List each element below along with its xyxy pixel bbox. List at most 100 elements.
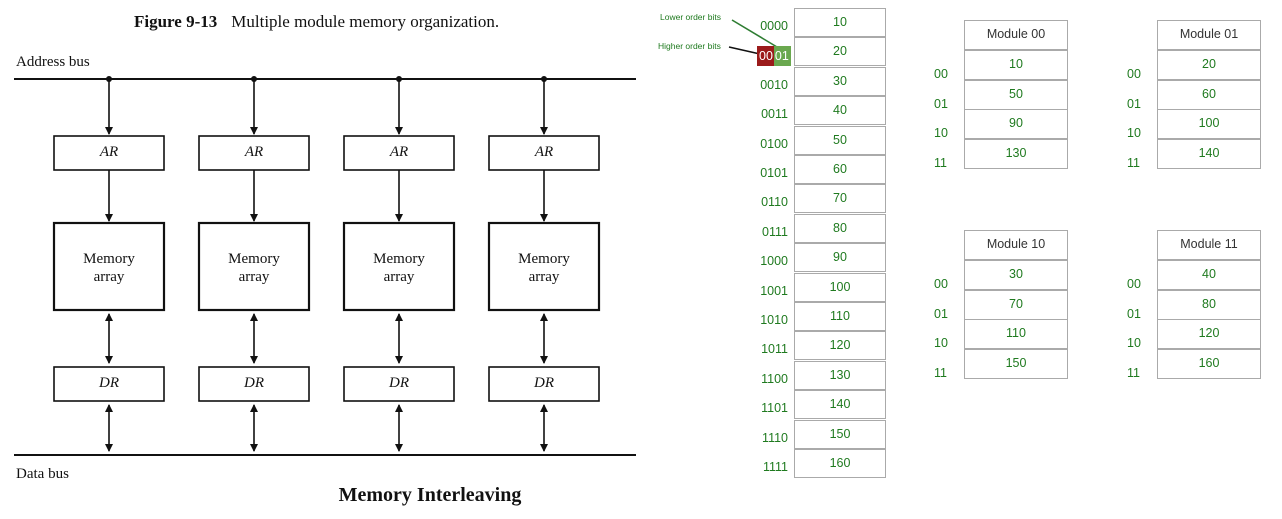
- module-cell: 20: [1157, 50, 1261, 80]
- address-label: 0100: [760, 136, 788, 151]
- memory-cell: 10: [794, 8, 886, 37]
- module-offset-label: 11: [934, 365, 947, 380]
- module-offset-label: 01: [934, 96, 948, 111]
- module-cell: 80: [1157, 289, 1261, 320]
- array-label-2: array: [238, 269, 270, 285]
- memory-cell: 20: [794, 37, 886, 67]
- dr-label-1: DR: [99, 375, 119, 391]
- module-cell: 90: [964, 109, 1068, 139]
- module-offset-label: 00: [1127, 277, 1141, 291]
- module-cell: 150: [964, 348, 1068, 379]
- memory-label-4: Memory: [518, 251, 570, 267]
- dr-box-3: [343, 366, 455, 402]
- module-header: Module 00: [964, 20, 1068, 50]
- memory-label-1: Memory: [83, 251, 135, 267]
- memory-cell: 30: [794, 66, 886, 96]
- ar-box-3: [343, 135, 455, 171]
- memory-organization-diagram: [14, 76, 636, 456]
- lower-order-bits: 01: [773, 46, 791, 66]
- higher-order-pointer: [728, 46, 761, 55]
- module-cell: 110: [964, 319, 1068, 349]
- memory-cell: 100: [794, 272, 886, 302]
- lower-order-pointer: [731, 19, 778, 48]
- memory-array-box-1: [52, 221, 166, 312]
- memory-cell: 50: [794, 125, 886, 155]
- address-label: 1100: [761, 371, 788, 386]
- module-offset-label: 11: [934, 155, 947, 170]
- dr-label-3: DR: [389, 375, 409, 391]
- module-cell: 160: [1157, 348, 1261, 379]
- module-offset-label: 01: [1127, 306, 1141, 321]
- address-label: 0101: [760, 166, 788, 180]
- lower-order-bits-label: Lower order bits: [660, 12, 721, 22]
- memory-cell: 110: [794, 302, 886, 331]
- module-cell: 10: [964, 50, 1068, 80]
- module-offset-label: 01: [1127, 96, 1141, 111]
- address-label: 1010: [760, 313, 788, 327]
- module-cell: 60: [1157, 79, 1261, 110]
- memory-cell: 130: [794, 360, 886, 390]
- address-label: 1111: [762, 460, 788, 474]
- ar-box-2: [198, 135, 310, 171]
- module-cell: 50: [964, 79, 1068, 110]
- ar-label-4: AR: [534, 144, 554, 160]
- memory-interleaving-caption: Memory Interleaving: [338, 484, 522, 506]
- module-offset-label: 00: [934, 277, 948, 291]
- memory-cell: 90: [794, 243, 886, 273]
- module-offset-label: 11: [1127, 365, 1140, 380]
- module-cell: 100: [1157, 109, 1261, 139]
- memory-cell: 60: [794, 155, 886, 184]
- memory-array-box-3: [342, 221, 456, 312]
- dr-box-4: [488, 366, 600, 402]
- address-label: 1001: [760, 283, 788, 298]
- address-label: 0011: [761, 107, 788, 122]
- figure-title-text: Multiple module memory organization.: [231, 12, 500, 31]
- module-offset-label: 00: [934, 67, 948, 81]
- module-offset-label: 10: [1127, 336, 1141, 350]
- dr-label-2: DR: [244, 375, 264, 391]
- ar-label-2: AR: [244, 144, 264, 160]
- higher-order-bits: 00: [757, 46, 774, 66]
- ar-label-3: AR: [389, 144, 409, 160]
- data-bus-label: Data bus: [16, 466, 69, 482]
- memory-cell: 80: [794, 213, 886, 243]
- ar-label-1: AR: [99, 144, 119, 160]
- address-label: 1110: [762, 430, 788, 445]
- module-cell: 130: [964, 138, 1068, 169]
- module-offset-label: 10: [1127, 126, 1141, 140]
- module-header: Module 10: [964, 230, 1068, 260]
- module-header: Module 11: [1157, 230, 1261, 260]
- dr-box-1: [53, 366, 165, 402]
- dr-box-2: [198, 366, 310, 402]
- memory-cell: 40: [794, 96, 886, 126]
- memory-cell: 140: [794, 390, 886, 420]
- array-label-4: array: [528, 269, 560, 285]
- address-label: 1101: [761, 401, 788, 416]
- address-label: 1000: [760, 254, 788, 269]
- address-label: 0010: [760, 77, 788, 92]
- memory-array-box-4: [487, 221, 601, 312]
- module-offset-label: 11: [1127, 155, 1140, 170]
- higher-order-bits-label: Higher order bits: [658, 41, 721, 51]
- dr-label-4: DR: [534, 375, 554, 391]
- module-offset-label: 01: [934, 306, 948, 321]
- module-header: Module 01: [1157, 20, 1261, 50]
- address-label: 1011: [761, 342, 788, 357]
- memory-label-2: Memory: [228, 251, 280, 267]
- memory-cell: 70: [794, 184, 886, 214]
- address-label: 0111: [762, 224, 788, 239]
- address-label: 0000: [760, 19, 788, 33]
- module-offset-label: 10: [934, 126, 948, 140]
- array-label-1: array: [93, 269, 125, 285]
- ar-box-1: [53, 135, 165, 171]
- figure-number: Figure 9-13: [134, 12, 218, 31]
- memory-label-3: Memory: [373, 251, 425, 267]
- figure-title: Figure 9-13 Multiple module memory organi…: [134, 12, 499, 32]
- memory-cell: 160: [794, 449, 886, 478]
- array-label-3: array: [383, 269, 415, 285]
- module-offset-label: 00: [1127, 67, 1141, 81]
- memory-cell: 120: [794, 331, 886, 361]
- address-bus-label: Address bus: [16, 54, 90, 70]
